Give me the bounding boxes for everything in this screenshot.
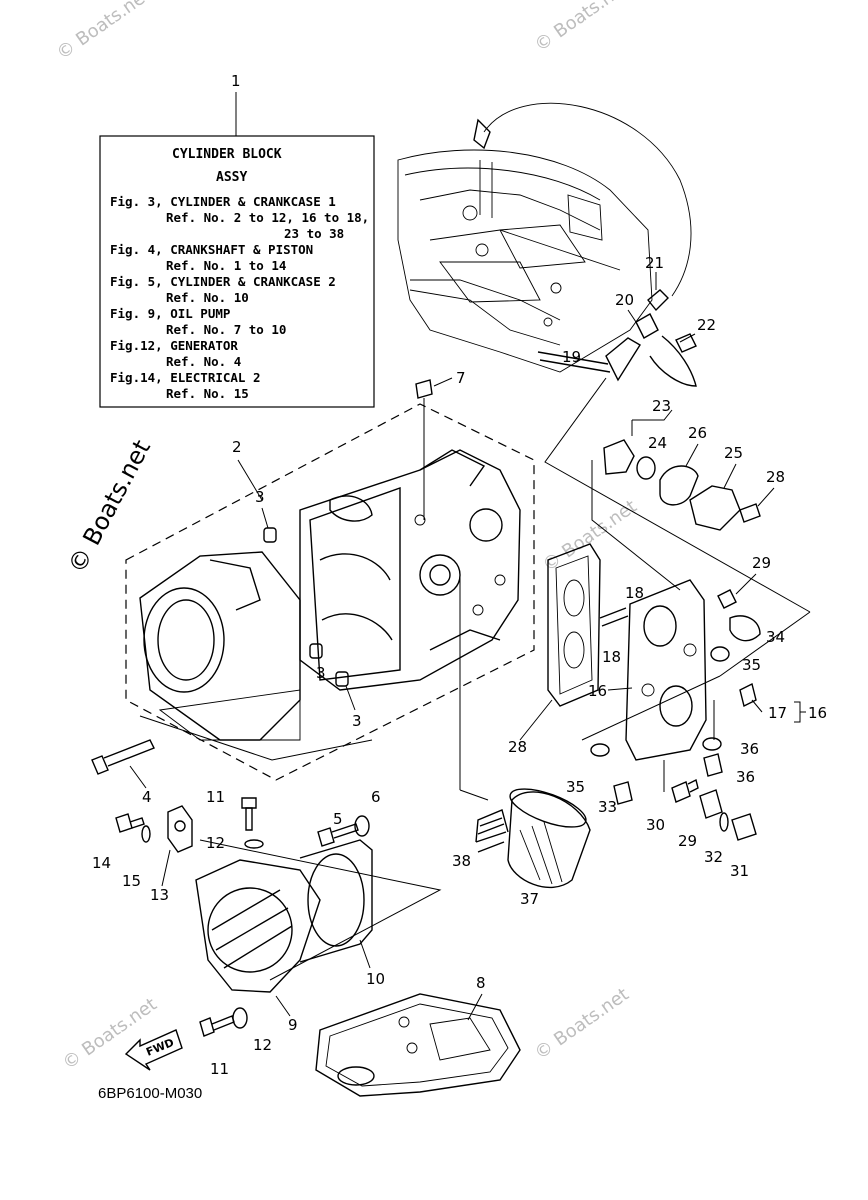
breather-hose-assembly: 19 20 21 22	[537, 254, 811, 613]
watermark-bottom-left: © Boats.net	[59, 994, 161, 1074]
callout-35b: 36	[736, 768, 755, 786]
callout-11a: 11	[206, 788, 225, 806]
callout-36a: 35	[566, 778, 585, 796]
callout-17: 17	[768, 704, 787, 722]
callout-38: 38	[452, 852, 471, 870]
callout-8: 8	[476, 974, 486, 992]
callout-18b: 18	[602, 648, 621, 666]
callout-6: 6	[371, 788, 381, 806]
callout-36b: 36	[740, 740, 759, 758]
fwd-arrow-icon: FWD	[124, 1029, 183, 1071]
watermark-bottom-right: © Boats.net	[531, 984, 633, 1064]
assy-line-fig14: Fig.14, ELECTRICAL 2	[110, 370, 261, 385]
oil-pump-cover-part-9-10-13: 9 10 13	[150, 805, 442, 1034]
callout-25: 25	[724, 444, 743, 462]
callout-34: 35	[742, 656, 761, 674]
callout-13: 13	[150, 886, 169, 904]
cylinder-block-dashed-outline	[125, 403, 535, 781]
assy-line-fig3: Fig. 3, CYLINDER & CRANKCASE 1	[110, 194, 336, 209]
callout-31: 31	[730, 862, 749, 880]
callout-12b: 12	[253, 1036, 272, 1054]
callout-9: 9	[288, 1016, 298, 1034]
assy-line-fig4: Fig. 4, CRANKSHAFT & PISTON	[110, 242, 313, 257]
bolts-part-11-12-14-15: 11 12 11 12 14 15	[92, 788, 272, 1078]
callout-20: 20	[615, 291, 634, 309]
callout-24: 24	[648, 434, 667, 452]
dowel-pins-part-3: 3 3 3	[255, 488, 362, 730]
assy-line-fig12-ref: Ref. No. 4	[166, 354, 241, 369]
parts-29-32: 30 29 32 31	[646, 700, 757, 880]
assy-line-fig3-ref-cont: 23 to 38	[284, 226, 344, 241]
watermark-left-large: © Boats.net	[63, 435, 156, 577]
fwd-label: FWD	[144, 1036, 176, 1059]
callout-15: 15	[122, 872, 141, 890]
plug-part-7: 7	[415, 369, 466, 520]
callout-11b: 11	[210, 1060, 229, 1078]
callout-26: 26	[688, 424, 707, 442]
callout-4: 4	[142, 788, 152, 806]
assy-box-title: CYLINDER BLOCK	[172, 147, 282, 162]
callout-21: 21	[645, 254, 664, 272]
assy-line-fig5: Fig. 5, CYLINDER & CRANKCASE 2	[110, 274, 336, 289]
callout-16a: 16	[588, 682, 607, 700]
assy-line-fig14-ref: Ref. No. 15	[166, 386, 249, 401]
thermostat-assembly-part-23-28: 23 24 26 25 28	[591, 397, 785, 591]
assy-line-fig9-ref: Ref. No. 7 to 10	[166, 322, 286, 337]
callout-29: 29	[678, 832, 697, 850]
callout-7: 7	[456, 369, 466, 387]
callout-30: 30	[646, 816, 665, 834]
cylinder-block-part-2: 2	[139, 438, 521, 741]
callout-10: 10	[366, 970, 385, 988]
callout-32: 32	[704, 848, 723, 866]
callout-35a: 33	[598, 798, 617, 816]
callout-18a: 18	[625, 584, 644, 602]
callout-22: 22	[697, 316, 716, 334]
callout-3a: 3	[255, 488, 265, 506]
callout-28b: 29	[752, 554, 771, 572]
callout-1: 1	[231, 72, 241, 90]
gasket-part-8: 8	[315, 974, 521, 1097]
assy-line-fig5-ref: Ref. No. 10	[166, 290, 249, 305]
diagram-code: 6BP6100-M030	[98, 1085, 202, 1102]
assy-line-fig12: Fig.12, GENERATOR	[110, 338, 238, 353]
callout-27: 28	[508, 738, 527, 756]
callout-37: 37	[520, 890, 539, 908]
callout-5: 5	[333, 810, 343, 828]
cylinder-block-assy-box: 1 CYLINDER BLOCK ASSY Fig. 3, CYLINDER &…	[99, 72, 375, 408]
callout-16-bracket: 16	[808, 704, 827, 722]
assy-box-subtitle: ASSY	[216, 170, 247, 185]
bolts-part-4-5-6: 4 5 6	[91, 715, 381, 847]
callout-3c: 3	[352, 712, 362, 730]
watermark-top-left: © Boats.net	[53, 0, 155, 64]
callout-12a: 12	[206, 834, 225, 852]
callout-14: 14	[92, 854, 111, 872]
watermark-top-right: © Boats.net	[531, 0, 633, 56]
engine-context-outline	[397, 102, 692, 373]
side-cover-assembly-part-16-18-27-33-36: 28 18 18 16 29 17 16 34 35 36 36 35 33	[508, 543, 827, 816]
callout-2: 2	[232, 438, 242, 456]
assy-line-fig3-ref: Ref. No. 2 to 12, 16 to 18,	[166, 210, 369, 225]
assy-line-fig9: Fig. 9, OIL PUMP	[110, 306, 230, 321]
oil-filter-part-37-38: 37 38	[452, 575, 591, 908]
callout-3b: 3	[316, 664, 326, 682]
callout-28a: 28	[766, 468, 785, 486]
callout-19: 19	[562, 348, 581, 366]
assy-line-fig4-ref: Ref. No. 1 to 14	[166, 258, 286, 273]
callout-23: 23	[652, 397, 671, 415]
